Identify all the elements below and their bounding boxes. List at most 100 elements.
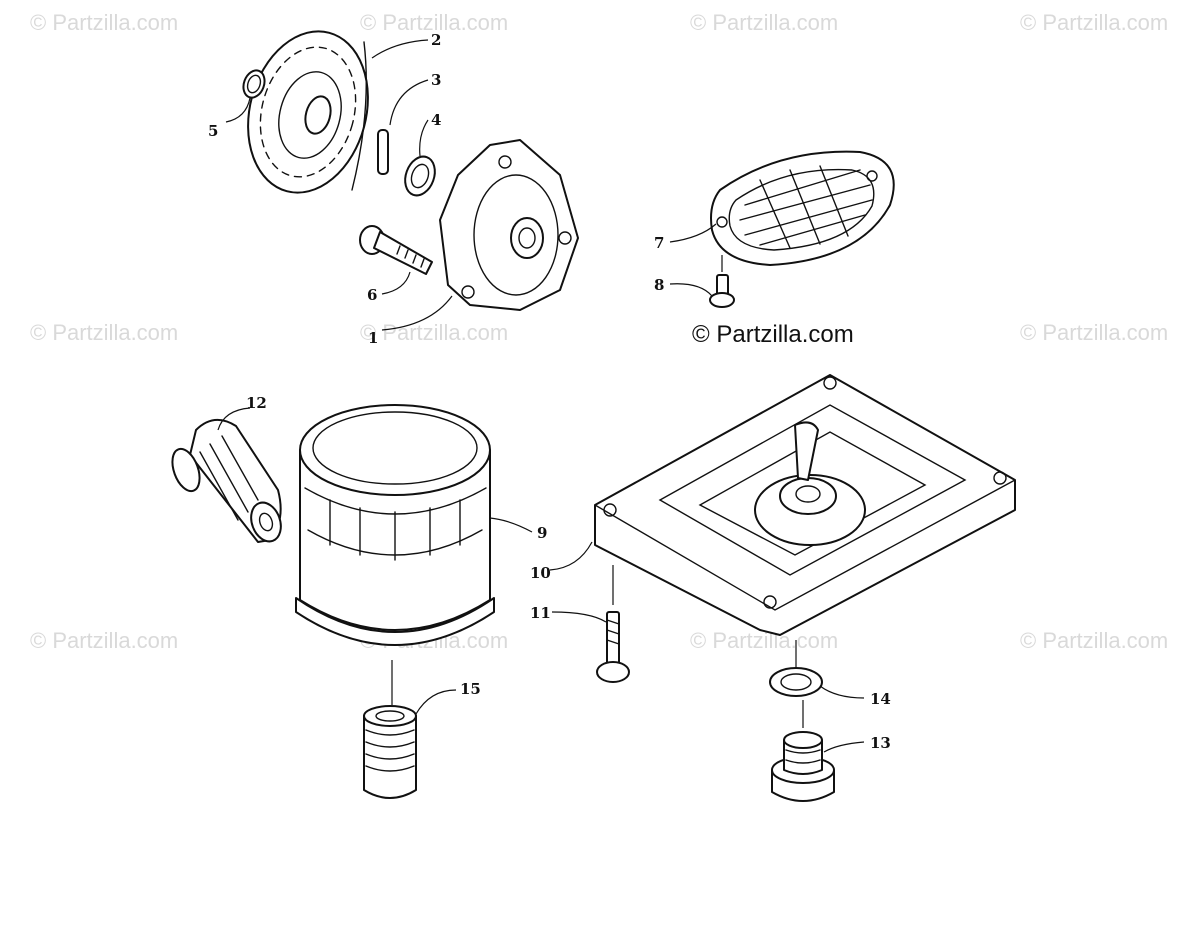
nipple-threads: [365, 729, 415, 772]
callout-4: 4: [431, 111, 441, 129]
filter-top: [299, 404, 491, 496]
leader-8: [669, 283, 713, 297]
bolt-head: [596, 661, 630, 683]
nipple-body: [363, 715, 417, 799]
watermark: © Partzilla.com: [30, 320, 178, 345]
part-9-oil-filter[interactable]: [295, 404, 495, 646]
leader-lines: [217, 39, 865, 753]
oil-pan-inner-well: [658, 404, 967, 576]
oil-pan-bolt-hole: [993, 471, 1007, 485]
pump-shaft-boss: [510, 217, 544, 259]
leader-4: [419, 119, 429, 157]
callout-5: 5: [208, 122, 218, 140]
callout-8: 8: [654, 276, 664, 294]
switch-thread: [171, 447, 201, 493]
oil-pan-boss-top: [779, 477, 837, 515]
watermark: © Partzilla.com: [360, 320, 508, 345]
callout-labels: 2 3 4 5 6 1 7 8 12 9 10 11 14 13 15: [208, 31, 891, 752]
gear-teeth-ring: [259, 46, 357, 178]
switch-terminal: [250, 501, 282, 543]
pump-housing-body: [439, 139, 579, 311]
snap-ring-inner: [246, 74, 262, 94]
part-10-oil-pan[interactable]: [594, 374, 1016, 636]
part-2-drive-gear[interactable]: [231, 18, 385, 206]
callout-12: 12: [246, 394, 267, 412]
callout-9: 9: [537, 524, 547, 542]
screw-head: [709, 292, 735, 308]
oil-pan-bolt-hole: [763, 595, 777, 609]
bolt-thread: [606, 619, 620, 645]
strainer-screw-hole: [716, 216, 728, 228]
pump-mounting-hole: [461, 285, 475, 299]
nipple-bore: [375, 710, 405, 722]
pump-housing-face: [473, 174, 559, 296]
plug-thread: [783, 739, 823, 775]
leader-9: [489, 517, 533, 533]
leader-7: [669, 223, 717, 243]
strainer-mesh-lines: [739, 169, 873, 246]
oil-pan-boss-bore: [795, 485, 821, 503]
callout-3: 3: [431, 71, 441, 89]
plug-thread-lines: [785, 749, 821, 764]
part-8-screw[interactable]: [709, 255, 735, 308]
pin-body: [377, 129, 389, 175]
pump-mounting-hole: [498, 155, 512, 169]
oil-pan-pickup-tube: [794, 421, 819, 481]
gear-keyed-bore: [304, 95, 332, 135]
part-6-bolt[interactable]: [359, 225, 433, 275]
watermark: © Partzilla.com: [1020, 320, 1168, 345]
callout-11: 11: [530, 604, 551, 622]
gear-hub: [278, 71, 342, 159]
part-1-oil-pump-housing[interactable]: [439, 139, 579, 311]
watermark: © Partzilla.com: [360, 10, 508, 35]
leader-5: [225, 97, 251, 123]
center-credit: © Partzilla.com: [692, 321, 854, 348]
washer-outer: [769, 667, 823, 697]
leader-2: [371, 39, 429, 59]
gear-side-edge: [351, 41, 367, 191]
part-5-snap-ring[interactable]: [240, 67, 268, 100]
callout-10: 10: [530, 564, 551, 582]
filter-gasket: [295, 597, 495, 646]
part-15-filter-nipple[interactable]: [363, 660, 417, 799]
leader-10: [549, 541, 593, 571]
leader-13: [823, 741, 865, 753]
part-7-oil-strainer[interactable]: [710, 150, 895, 266]
part-13-drain-plug[interactable]: [771, 700, 835, 802]
leader-1: [381, 295, 453, 331]
part-12-oil-pressure-switch[interactable]: [167, 419, 286, 546]
nipple-top: [363, 705, 417, 727]
part-4-washer[interactable]: [400, 152, 440, 199]
leader-3: [389, 79, 429, 126]
leader-14: [819, 685, 865, 699]
watermark: © Partzilla.com: [30, 10, 178, 35]
watermark: © Partzilla.com: [690, 10, 838, 35]
washer-inner: [410, 163, 430, 189]
watermark: © Partzilla.com: [1020, 10, 1168, 35]
part-3-pin[interactable]: [377, 129, 389, 175]
oil-pan-floor: [698, 431, 927, 556]
part-11-bolt[interactable]: [596, 565, 630, 683]
watermark-layer: © Partzilla.com © Partzilla.com © Partzi…: [30, 10, 1168, 653]
callout-7: 7: [654, 234, 664, 252]
leader-15: [415, 689, 457, 715]
strainer-frame: [710, 150, 895, 266]
bolt-shank: [373, 231, 433, 275]
callout-2: 2: [431, 31, 441, 49]
leader-11: [551, 611, 607, 623]
washer-inner: [780, 673, 812, 691]
oil-pan-bolt-hole: [823, 376, 837, 390]
callout-6: 6: [367, 286, 377, 304]
bolt-thread: [396, 245, 425, 268]
watermark: © Partzilla.com: [30, 628, 178, 653]
switch-hex-edges: [199, 435, 259, 521]
oil-pan-top-edge: [594, 479, 1016, 611]
part-14-drain-washer[interactable]: [769, 640, 823, 697]
filter-top-rim: [312, 411, 478, 485]
callout-13: 13: [870, 734, 891, 752]
filter-hex-flutes: [329, 499, 461, 561]
strainer-mesh: [728, 168, 875, 251]
switch-terminal-tip: [258, 512, 274, 532]
